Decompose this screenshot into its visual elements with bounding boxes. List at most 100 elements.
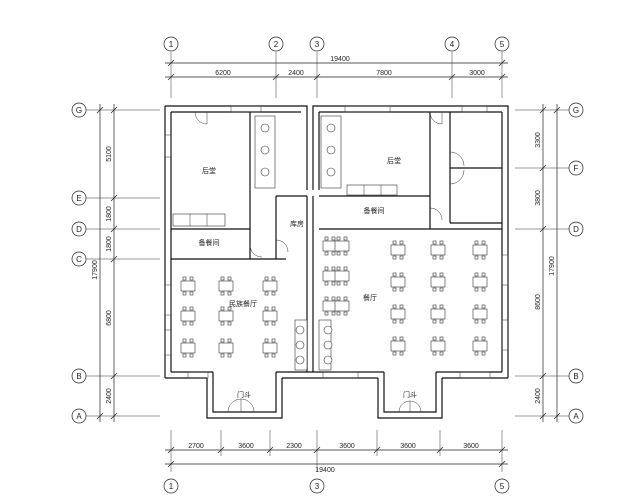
table-set xyxy=(472,336,488,356)
room-label-dining-right: 餐厅 xyxy=(363,293,377,302)
table-set xyxy=(218,338,234,358)
axis-bubble-top-1: 1 xyxy=(163,36,179,52)
svg-text:5: 5 xyxy=(500,40,505,49)
table-set xyxy=(472,240,488,260)
dim-top-seg-3: 7800 xyxy=(376,70,392,77)
table-set xyxy=(322,266,338,286)
svg-text:D: D xyxy=(76,225,82,234)
axis-bubble-right-G: G xyxy=(568,102,584,118)
dim-top-seg-2: 2400 xyxy=(288,70,304,77)
dim-left-total: 17900 xyxy=(92,260,99,280)
table-set xyxy=(180,276,196,296)
dim-right-seg-2: 3800 xyxy=(535,190,542,206)
svg-text:4: 4 xyxy=(450,40,455,49)
table-set xyxy=(334,266,350,286)
right-axis-bubbles: G F D B A xyxy=(568,102,584,424)
dim-left-seg-5: 2400 xyxy=(106,388,113,404)
kitchen-fixtures xyxy=(172,115,398,371)
axis-bubble-left-B: B xyxy=(71,368,87,384)
svg-text:B: B xyxy=(76,372,81,381)
svg-text:G: G xyxy=(573,106,579,115)
svg-text:F: F xyxy=(574,164,579,173)
dim-right-seg-1: 3300 xyxy=(535,132,542,148)
table-set xyxy=(472,304,488,324)
table-set xyxy=(262,306,278,326)
room-labels: 后堂 后堂 备餐间 备餐间 库房 民族餐厅 餐厅 门斗 门斗 xyxy=(199,156,418,399)
dim-bottom-seg-3: 2300 xyxy=(286,443,302,450)
round-stool xyxy=(295,340,305,350)
dim-bottom-seg-6: 3600 xyxy=(463,443,479,450)
table-set xyxy=(390,272,406,292)
round-stool xyxy=(295,355,305,365)
table-set xyxy=(430,304,446,324)
axis-bubble-right-A: A xyxy=(568,408,584,424)
svg-text:A: A xyxy=(76,412,82,421)
dim-bottom-total: 19400 xyxy=(315,467,335,474)
table-set xyxy=(430,272,446,292)
dim-left-seg-2: 1800 xyxy=(106,206,113,222)
svg-text:D: D xyxy=(573,225,579,234)
top-dimension-chain: 19400 6200 2400 7800 3000 xyxy=(165,52,508,98)
axis-bubble-left-D: D xyxy=(71,221,87,237)
left-dimension-chain: 17900 5100 1800 1800 6800 2400 xyxy=(86,104,160,422)
dim-bottom-seg-1: 2700 xyxy=(188,443,204,450)
table-set xyxy=(334,296,350,316)
svg-text:3: 3 xyxy=(315,482,320,491)
dim-top-seg-1: 6200 xyxy=(215,70,231,77)
svg-text:2: 2 xyxy=(274,40,279,49)
axis-bubble-bottom-5: 5 xyxy=(494,478,510,494)
round-stool xyxy=(323,340,333,350)
dim-bottom-seg-2: 3600 xyxy=(238,443,254,450)
axis-bubble-top-4: 4 xyxy=(444,36,460,52)
room-label-serving-right: 备餐间 xyxy=(364,206,385,215)
axis-bubble-bottom-1: 1 xyxy=(163,478,179,494)
axis-bubble-left-C: C xyxy=(71,251,87,267)
room-label-serving-left: 备餐间 xyxy=(199,238,220,247)
axis-bubble-left-G: G xyxy=(71,102,87,118)
svg-text:1: 1 xyxy=(169,482,174,491)
left-axis-bubbles: G E D C B A xyxy=(71,102,87,424)
round-stool xyxy=(295,325,305,335)
axis-bubble-top-3: 3 xyxy=(309,36,325,52)
dim-left-seg-3: 1800 xyxy=(106,236,113,252)
table-set xyxy=(390,336,406,356)
table-set xyxy=(262,276,278,296)
room-label-entrance-right: 门斗 xyxy=(403,390,417,399)
svg-text:5: 5 xyxy=(500,482,505,491)
axis-bubble-right-B: B xyxy=(568,368,584,384)
svg-text:B: B xyxy=(573,372,578,381)
room-label-entrance-left: 门斗 xyxy=(237,390,251,399)
table-set xyxy=(180,338,196,358)
right-dimension-chain: 3300 3800 8600 2400 17900 xyxy=(515,104,569,422)
table-set xyxy=(218,306,234,326)
table-set xyxy=(180,306,196,326)
dim-right-seg-4: 2400 xyxy=(535,388,542,404)
bottom-dimension-chain: 2700 3600 2300 3600 3600 3600 19400 xyxy=(165,430,508,474)
dim-right-total: 17900 xyxy=(549,256,556,276)
dim-right-seg-3: 8600 xyxy=(535,294,542,310)
dim-bottom-seg-5: 3600 xyxy=(400,443,416,450)
dim-top-seg-4: 3000 xyxy=(469,70,485,77)
room-label-dining-left: 民族餐厅 xyxy=(229,299,257,308)
bottom-axis-bubbles: 1 3 5 xyxy=(163,478,510,494)
svg-text:G: G xyxy=(76,106,82,115)
room-label-kitchen-left: 后堂 xyxy=(202,166,216,175)
round-stool xyxy=(323,355,333,365)
dim-left-seg-1: 5100 xyxy=(106,146,113,162)
windows xyxy=(164,105,509,379)
axis-bubble-right-D: D xyxy=(568,221,584,237)
room-label-kitchen-right: 后堂 xyxy=(387,156,401,165)
table-set xyxy=(390,304,406,324)
axis-bubble-left-A: A xyxy=(71,408,87,424)
svg-text:E: E xyxy=(76,194,81,203)
axis-bubble-left-E: E xyxy=(71,190,87,206)
dim-top-total: 19400 xyxy=(330,56,350,63)
table-set xyxy=(430,240,446,260)
table-set xyxy=(262,338,278,358)
table-set xyxy=(472,272,488,292)
table-set xyxy=(334,236,350,256)
axis-bubble-right-F: F xyxy=(568,160,584,176)
top-axis-bubbles: 1 2 3 4 5 xyxy=(163,36,510,52)
table-set xyxy=(218,276,234,296)
